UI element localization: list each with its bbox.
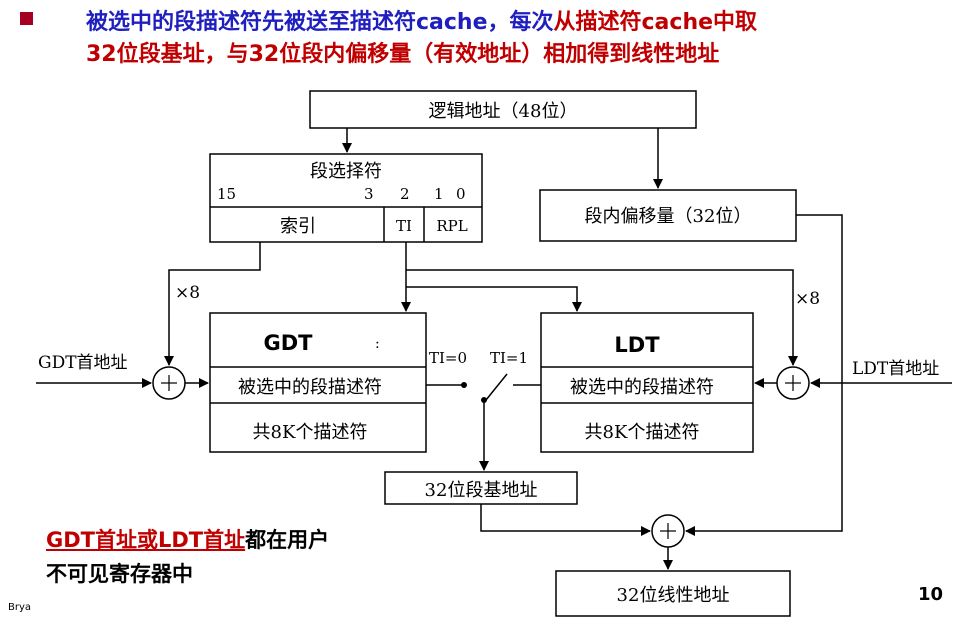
switch-pivot bbox=[481, 397, 487, 403]
note-highlight: GDT首址或LDT首址 bbox=[46, 528, 246, 552]
selector-bit-3: 3 bbox=[364, 185, 374, 203]
ldt-box bbox=[540, 312, 754, 453]
switch-contact-gdt bbox=[461, 382, 467, 388]
times8-left: ×8 bbox=[175, 283, 200, 303]
gdt-title: GDT bbox=[264, 331, 314, 355]
selector-ti: TI bbox=[396, 217, 412, 235]
gdt-selected-descriptor: 被选中的段描述符 bbox=[238, 377, 382, 398]
gdt-base-label: GDT首地址 bbox=[38, 353, 128, 373]
ldt-total: 共8K个描述符 bbox=[585, 422, 700, 443]
linear-address-box bbox=[555, 570, 791, 617]
page-number: 10 bbox=[918, 584, 944, 605]
linear-address-label: 32位线性地址 bbox=[617, 585, 730, 606]
selector-box bbox=[209, 153, 483, 243]
segment-base-label: 32位段基地址 bbox=[425, 480, 538, 501]
heading-line-1: 被选中的段描述符先被送至描述符cache，每次从描述符cache中取 bbox=[86, 4, 757, 36]
heading-line-2-text: 32位段基址，与32位段内偏移量（有效地址）相加得到线性地址 bbox=[86, 42, 720, 67]
heading-line-1-blue: 被选中的段描述符先被送至描述符cache，每次 bbox=[86, 10, 554, 35]
selector-bit-15: 15 bbox=[217, 185, 236, 203]
ti0-label: TI=0 bbox=[429, 349, 467, 367]
selector-rpl: RPL bbox=[436, 217, 467, 235]
logical-address-box bbox=[309, 90, 697, 129]
logical-address-label: 逻辑地址（48位） bbox=[429, 101, 578, 122]
ti1-label: TI=1 bbox=[490, 349, 528, 367]
ldt-title: LDT bbox=[614, 333, 660, 357]
selector-bit-0: 0 bbox=[456, 185, 466, 203]
ldt-selected-descriptor: 被选中的段描述符 bbox=[570, 377, 714, 398]
bullet-marker bbox=[20, 12, 33, 25]
selector-index: 索引 bbox=[280, 216, 316, 237]
gdt-mark: : bbox=[375, 336, 380, 352]
author-label: Brya bbox=[8, 602, 32, 613]
times8-right: ×8 bbox=[795, 289, 820, 309]
heading-line-2: 32位段基址，与32位段内偏移量（有效地址）相加得到线性地址 bbox=[86, 36, 719, 68]
ldt-base-label: LDT首地址 bbox=[852, 359, 939, 379]
gdt-total: 共8K个描述符 bbox=[253, 422, 368, 443]
selector-bit-2: 2 bbox=[400, 185, 410, 203]
offset-label: 段内偏移量（32位） bbox=[585, 206, 752, 227]
note-rest: 都在用户 bbox=[245, 528, 330, 552]
note-line-1: GDT首址或LDT首址都在用户 bbox=[46, 524, 329, 554]
selector-bit-1: 1 bbox=[434, 185, 444, 203]
note-line-2: 不可见寄存器中 bbox=[46, 562, 193, 586]
heading-line-1-red: 从描述符cache中取 bbox=[553, 10, 758, 35]
gdt-box bbox=[209, 312, 427, 453]
selector-title: 段选择符 bbox=[310, 161, 382, 182]
